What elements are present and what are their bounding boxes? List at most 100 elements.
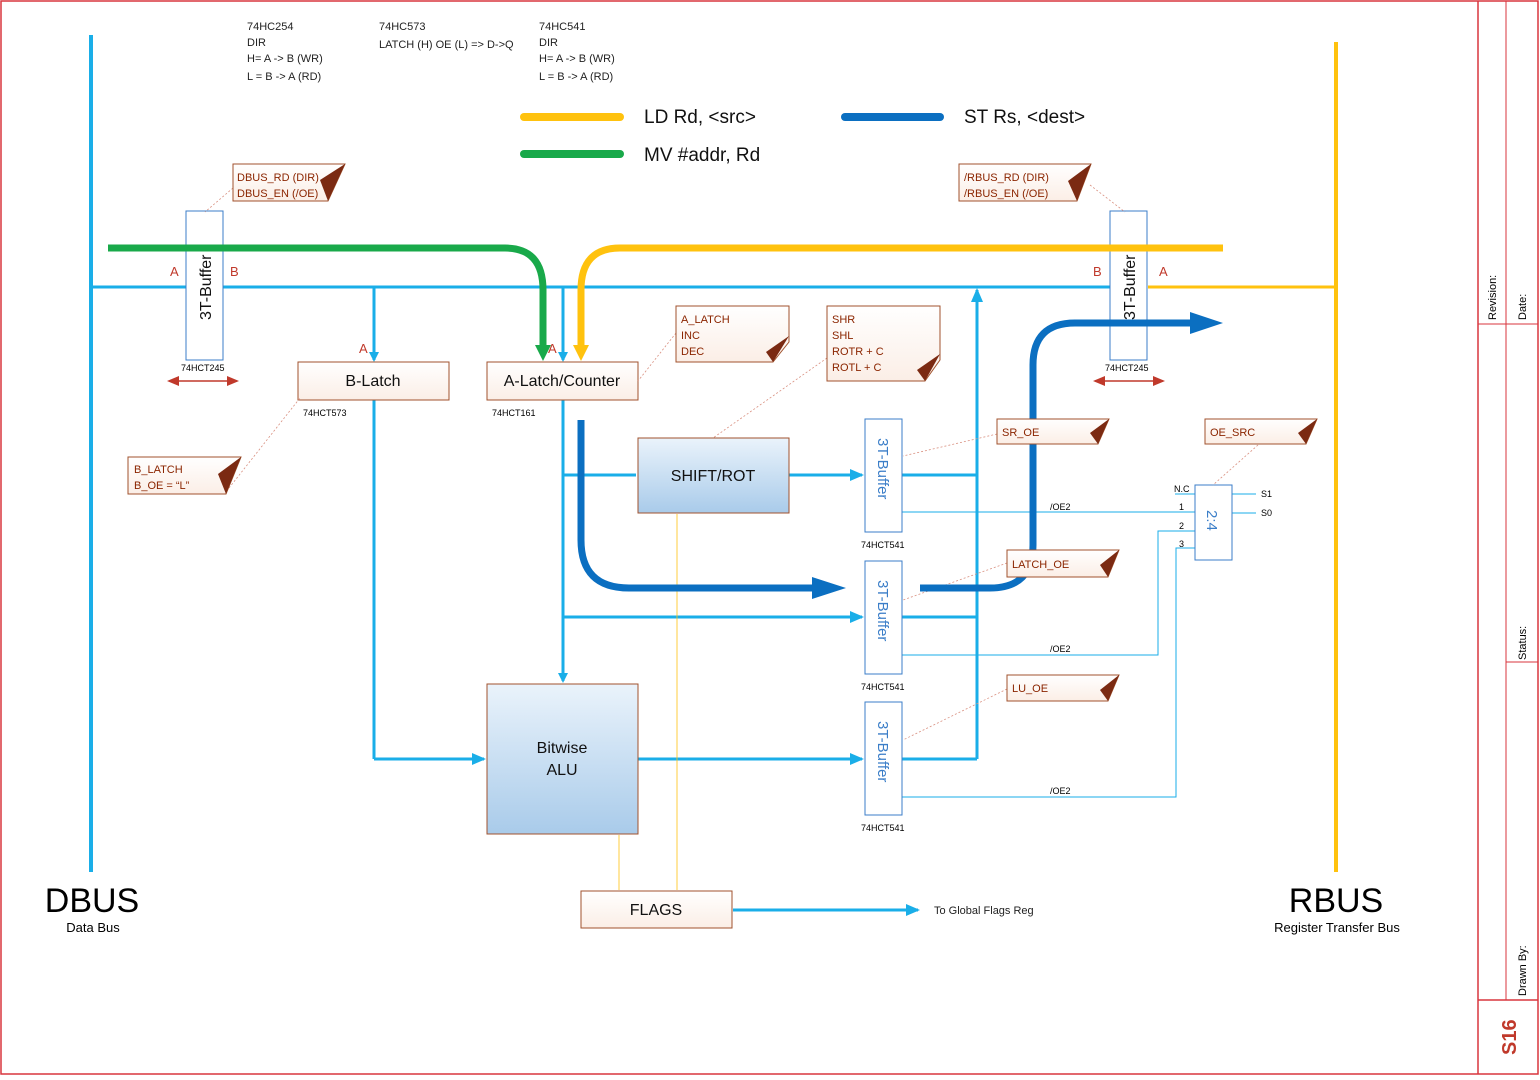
note-b-latch-line1: B_LATCH — [134, 464, 183, 476]
left-buffer-port-b: B — [230, 264, 239, 279]
oe-control-wires — [902, 493, 1256, 798]
note-lu-oe: LU_OE — [1006, 674, 1120, 702]
shift-buffer-part: 74HCT541 — [861, 540, 905, 550]
date-label: Date: — [1517, 294, 1529, 320]
decoder-select-s1: S1 — [1261, 489, 1272, 499]
decoder-input-1: 1 — [1179, 502, 1184, 512]
drawn-by-label: Drawn By: — [1517, 945, 1529, 996]
rbus-subtitle: Register Transfer Bus — [1274, 920, 1400, 935]
shift-output-buffer: 3T-Buffer 74HCT541 — [861, 418, 905, 550]
note-lu-oe-text: LU_OE — [1012, 683, 1048, 695]
note-rbus-line2: /RBUS_EN (/OE) — [964, 188, 1048, 200]
revision-label: Revision: — [1487, 275, 1499, 320]
st-flow-path-out — [920, 319, 1192, 592]
note-rbus-line1: /RBUS_RD (DIR) — [964, 172, 1049, 184]
legend: LD Rd, <src> ST Rs, <dest> MV #addr, Rd — [520, 107, 1085, 166]
note-b-latch-line2: B_OE = “L” — [134, 480, 190, 492]
alu-label-line2: ALU — [546, 762, 577, 779]
hc254-part: 74HC254 — [247, 21, 293, 33]
note-latch-oe: LATCH_OE — [1006, 549, 1120, 578]
title-block: Revision: Date: Status: Drawn By: S16 — [1477, 1, 1538, 1074]
a-latch-port: A — [548, 341, 557, 356]
note-dbus-line2: DBUS_EN (/OE) — [237, 188, 318, 200]
mv-flow-arrowhead — [535, 345, 551, 361]
legend-label-mv: MV #addr, Rd — [644, 145, 760, 166]
oe2-label-1: /OE2 — [1050, 502, 1071, 512]
decoder-select-s0: S0 — [1261, 508, 1272, 518]
latch-buffer-label: 3T-Buffer — [874, 580, 891, 641]
flags-target-label: To Global Flags Reg — [934, 905, 1034, 917]
oe2-label-2: /OE2 — [1050, 644, 1071, 654]
note-shift-line3: ROTR + C — [832, 346, 884, 358]
b-latch-label: B-Latch — [345, 373, 400, 390]
left-buffer-port-a: A — [170, 264, 179, 279]
decoder-2-4: 2:4 N.C 1 2 3 S1 S0 — [1174, 484, 1272, 561]
note-rbus-ctl: /RBUS_RD (DIR) /RBUS_EN (/OE) — [958, 163, 1092, 202]
dbus-subtitle: Data Bus — [66, 920, 120, 935]
right-buffer-part: 74HCT245 — [1105, 363, 1149, 373]
hc254-wr: H= A -> B (WR) — [247, 53, 323, 65]
note-sr-oe-text: SR_OE — [1002, 427, 1039, 439]
decoder-label: 2:4 — [1203, 510, 1220, 531]
a-latch-part: 74HCT161 — [492, 408, 536, 418]
b-latch-port: A — [359, 341, 368, 356]
sheet-id: S16 — [1499, 1019, 1521, 1055]
st-flow-arrowhead-in — [812, 577, 846, 599]
note-shift-line4: ROTL + C — [832, 362, 881, 374]
note-a-latch-line1: A_LATCH — [681, 314, 730, 326]
note-a-latch: A_LATCH INC DEC — [675, 305, 790, 363]
note-shift-line2: SHL — [832, 330, 853, 342]
right-buffer-label: 3T-Buffer — [1122, 254, 1139, 320]
ld-flow-arrowhead — [573, 345, 589, 361]
legend-label-st: ST Rs, <dest> — [964, 107, 1085, 128]
dbus-title: DBUS — [45, 882, 139, 920]
shift-buffer-label: 3T-Buffer — [874, 438, 891, 499]
hc573-latch: LATCH (H) OE (L) => D->Q — [379, 39, 514, 51]
st-flow-arrowhead-out — [1190, 312, 1223, 334]
note-sr-oe: SR_OE — [996, 418, 1110, 445]
left-bus-buffer: 3T-Buffer A B 74HCT245 — [167, 210, 239, 386]
a-latch-block: A-Latch/Counter A 74HCT161 — [486, 341, 639, 418]
alu-block: Bitwise ALU — [486, 683, 639, 835]
hc254-rd: L = B -> A (RD) — [247, 71, 321, 83]
note-oe-src: OE_SRC — [1204, 418, 1318, 445]
st-flow-path-in — [577, 420, 815, 592]
bus-connections — [369, 287, 983, 916]
decoder-input-3: 3 — [1179, 539, 1184, 549]
decoder-input-nc: N.C — [1174, 484, 1190, 494]
alu-buffer-part: 74HCT541 — [861, 823, 905, 833]
legend-label-ld: LD Rd, <src> — [644, 107, 756, 128]
right-buffer-port-a: A — [1159, 264, 1168, 279]
note-oe-src-text: OE_SRC — [1210, 427, 1255, 439]
flags-block: FLAGS To Global Flags Reg — [580, 890, 1034, 929]
hc573-part: 74HC573 — [379, 21, 425, 33]
alu-output-buffer: 3T-Buffer 74HCT541 — [861, 701, 905, 833]
rbus-title: RBUS — [1289, 882, 1383, 920]
decoder-input-2: 2 — [1179, 521, 1184, 531]
mv-flow-path — [108, 244, 547, 350]
shift-rot-label: SHIFT/ROT — [671, 468, 756, 485]
a-latch-label: A-Latch/Counter — [504, 373, 621, 390]
header-notes: 74HC254 DIR H= A -> B (WR) L = B -> A (R… — [247, 21, 615, 83]
hc254-dir: DIR — [247, 37, 266, 49]
right-buffer-port-b: B — [1093, 264, 1102, 279]
status-label: Status: — [1517, 626, 1529, 660]
note-dbus-ctl: DBUS_RD (DIR) DBUS_EN (/OE) — [232, 163, 346, 202]
note-a-latch-line2: INC — [681, 330, 700, 342]
hc541-rd: L = B -> A (RD) — [539, 71, 613, 83]
note-dbus-line1: DBUS_RD (DIR) — [237, 172, 319, 184]
left-buffer-label: 3T-Buffer — [198, 254, 215, 320]
note-latch-oe-text: LATCH_OE — [1012, 559, 1069, 571]
hc541-wr: H= A -> B (WR) — [539, 53, 615, 65]
alu-buffer-label: 3T-Buffer — [874, 721, 891, 782]
shift-rot-block: SHIFT/ROT — [637, 437, 790, 514]
note-shift-line1: SHR — [832, 314, 855, 326]
hc541-dir: DIR — [539, 37, 558, 49]
left-buffer-part: 74HCT245 — [181, 363, 225, 373]
b-latch-block: B-Latch A 74HCT573 — [297, 341, 450, 418]
alu-label-line1: Bitwise — [537, 740, 588, 757]
b-latch-part: 74HCT573 — [303, 408, 347, 418]
